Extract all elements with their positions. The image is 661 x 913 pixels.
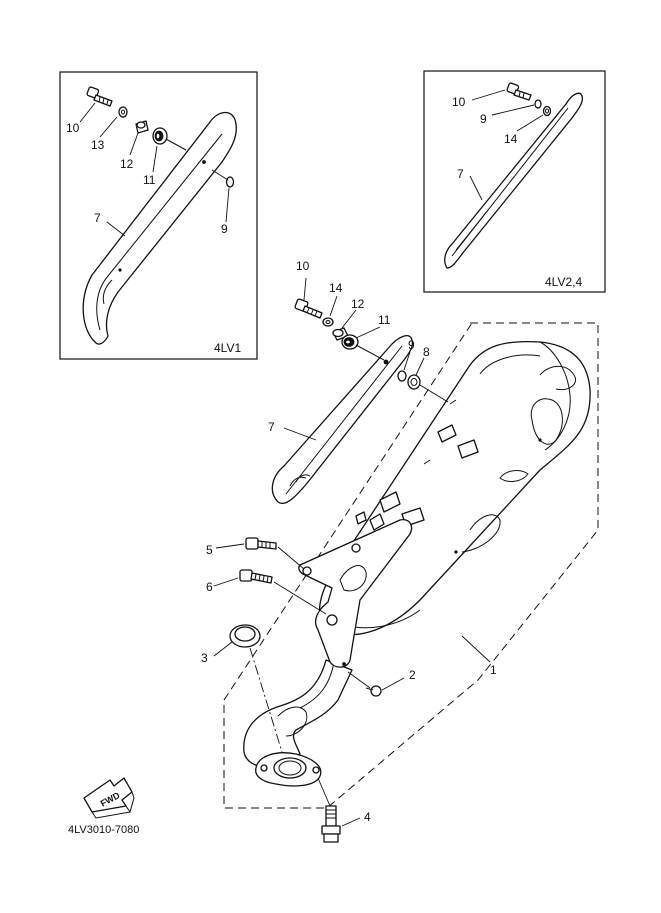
inset-4lv1-frame: [59, 71, 258, 360]
bolt-6: [239, 569, 273, 584]
washer-9: [397, 370, 407, 382]
bolt-4: [321, 805, 341, 843]
callout-4: 4: [364, 810, 371, 824]
exhaust-pipe: [243, 659, 353, 768]
pipe-flange: [255, 752, 322, 787]
screw-2: [365, 685, 382, 697]
washer-8: [407, 374, 421, 390]
inset-4lv1-callout-13: 13: [91, 138, 105, 152]
inset-4lv1-callout-9: 9: [221, 222, 228, 236]
callout-8: 8: [423, 345, 430, 359]
drawing-code: 4LV3010-7080: [68, 824, 139, 836]
inset-4lv24-callout-10: 10: [452, 95, 466, 109]
inset-4lv1-callout-12: 12: [120, 157, 134, 171]
muffler-assembly-outline: [223, 322, 599, 809]
mounting-bracket: [298, 519, 413, 668]
inset-4lv1-washer-9: [225, 176, 235, 188]
inset-4lv1-bolt: [86, 86, 113, 107]
inset-4lv1-washer: [118, 106, 128, 118]
callout-3: 3: [201, 651, 208, 665]
inset-4lv24-spacer: [542, 105, 552, 117]
inset-4lv24-protector: [444, 92, 584, 269]
fwd-arrow: FWD: [83, 777, 135, 819]
inset-4lv1-callout-7: 7: [94, 211, 101, 225]
bolt-10: [294, 298, 323, 319]
callout-1: 1: [490, 663, 497, 677]
inset-4lv24-callout-14: 14: [504, 132, 518, 146]
callout-2: 2: [409, 668, 416, 682]
heat-protector: [271, 334, 414, 505]
inset-4lv1-label: 4LV1: [214, 341, 241, 355]
inset-4lv1-protector: [82, 111, 237, 345]
washer-14: [322, 317, 334, 327]
callout-12: 12: [351, 297, 365, 311]
callout-14: 14: [329, 281, 343, 295]
inset-4lv24-callout-7: 7: [457, 167, 464, 181]
inset-4lv1-callout-10: 10: [66, 121, 80, 135]
inset-4lv24-label: 4LV2,4: [545, 275, 582, 289]
inset-4lv24: [423, 70, 606, 293]
inset-4lv24-frame: [423, 70, 606, 293]
callout-6: 6: [206, 580, 213, 594]
callout-5: 5: [206, 543, 213, 557]
inset-4lv24-bolt: [506, 82, 532, 101]
callout-9: 9: [408, 338, 415, 352]
callout-11: 11: [378, 313, 391, 327]
inset-4lv1-callout-11: 11: [143, 173, 156, 187]
inset-4lv24-callout-9: 9: [480, 112, 487, 126]
main-assembly: FWD: [83, 277, 599, 843]
inset-4lv1-damper: [152, 127, 168, 145]
callout-10: 10: [296, 259, 310, 273]
exhaust-gasket: [229, 624, 261, 648]
bolt-5: [245, 537, 277, 550]
callout-7: 7: [268, 420, 275, 434]
inset-4lv24-washer: [534, 99, 542, 109]
inset-4lv1: [59, 71, 258, 360]
damper-11: [341, 334, 359, 350]
